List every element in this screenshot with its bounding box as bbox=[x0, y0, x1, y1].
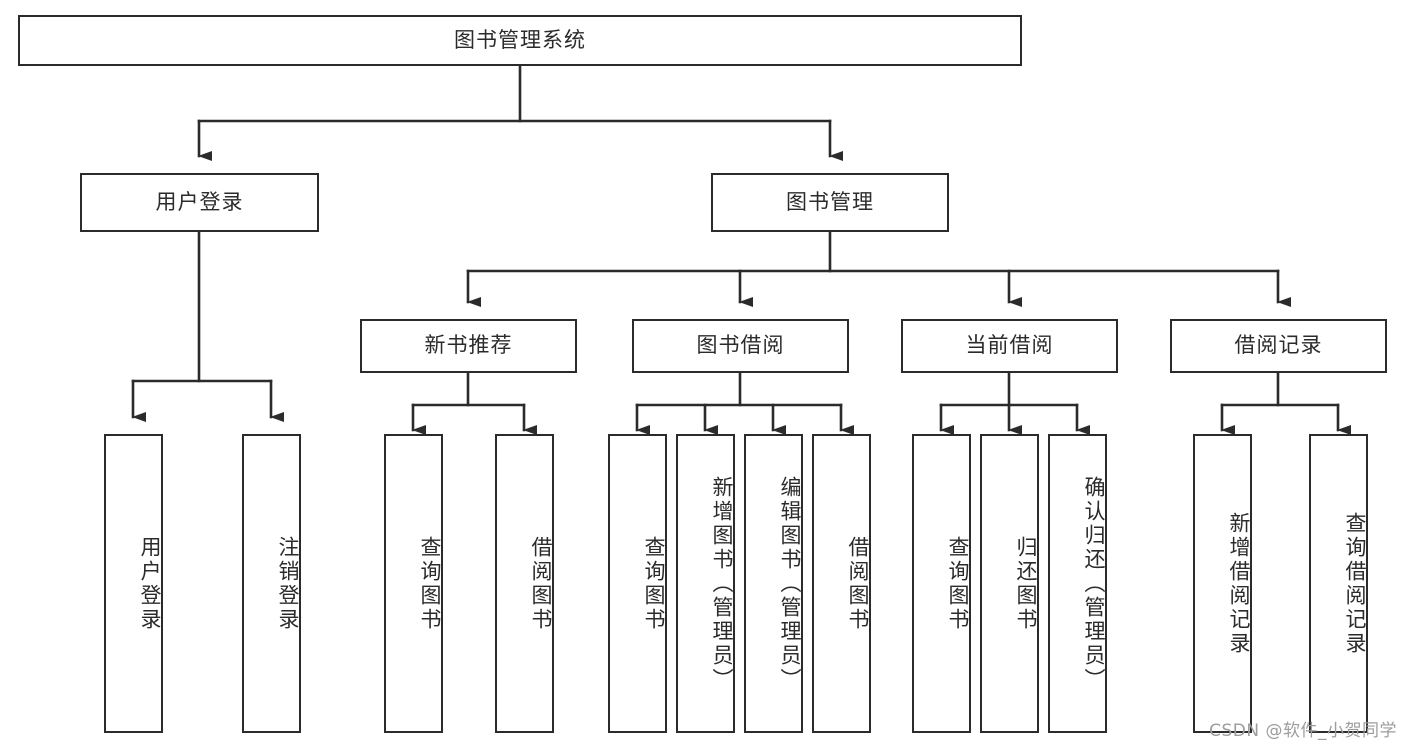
node-book-borrow[interactable]: 图书借阅 bbox=[632, 319, 849, 373]
node-label: 借阅记录 bbox=[1234, 333, 1323, 358]
node-user-login[interactable]: 用户登录 bbox=[80, 173, 319, 232]
leaf-new-book-query[interactable]: 查询图书 bbox=[384, 434, 443, 733]
leaf-record-query-borrow-record[interactable]: 查询借阅记录 bbox=[1309, 434, 1368, 733]
node-book-management[interactable]: 图书管理 bbox=[711, 173, 949, 232]
node-label: 新增图书（管理员） bbox=[710, 475, 734, 692]
node-label: 确认归还（管理员） bbox=[1082, 475, 1106, 692]
leaf-record-add-borrow-record[interactable]: 新增借阅记录 bbox=[1193, 434, 1252, 733]
node-label: 查询图书 bbox=[946, 535, 970, 632]
node-label: 借阅图书 bbox=[529, 535, 553, 632]
node-borrow-records[interactable]: 借阅记录 bbox=[1170, 319, 1387, 373]
node-label: 注销登录 bbox=[276, 535, 300, 632]
node-label: 借阅图书 bbox=[846, 535, 870, 632]
node-root-system[interactable]: 图书管理系统 bbox=[18, 15, 1022, 66]
leaf-new-book-borrow[interactable]: 借阅图书 bbox=[495, 434, 554, 733]
node-new-book-recommend[interactable]: 新书推荐 bbox=[360, 319, 577, 373]
leaf-borrow-edit-book-admin[interactable]: 编辑图书（管理员） bbox=[744, 434, 803, 733]
node-current-borrow[interactable]: 当前借阅 bbox=[901, 319, 1118, 373]
node-label: 新增借阅记录 bbox=[1227, 511, 1251, 656]
node-label: 新书推荐 bbox=[424, 333, 513, 358]
node-label: 查询图书 bbox=[642, 535, 666, 632]
node-label: 归还图书 bbox=[1014, 535, 1038, 632]
node-label: 图书借阅 bbox=[696, 333, 785, 358]
leaf-user-login-logout[interactable]: 注销登录 bbox=[242, 434, 301, 733]
node-label: 图书管理 bbox=[786, 189, 874, 214]
leaf-current-confirm-return-admin[interactable]: 确认归还（管理员） bbox=[1048, 434, 1107, 733]
leaf-borrow-add-book-admin[interactable]: 新增图书（管理员） bbox=[676, 434, 735, 733]
node-label: 用户登录 bbox=[138, 535, 162, 632]
node-label: 查询借阅记录 bbox=[1343, 511, 1367, 656]
leaf-current-query-book[interactable]: 查询图书 bbox=[912, 434, 971, 733]
leaf-borrow-borrow-book[interactable]: 借阅图书 bbox=[812, 434, 871, 733]
node-label: 查询图书 bbox=[418, 535, 442, 632]
node-label: 编辑图书（管理员） bbox=[778, 475, 802, 692]
node-label: 用户登录 bbox=[155, 189, 244, 214]
leaf-current-return-book[interactable]: 归还图书 bbox=[980, 434, 1039, 733]
node-label: 图书管理系统 bbox=[454, 27, 586, 52]
leaf-user-login-login[interactable]: 用户登录 bbox=[104, 434, 163, 733]
node-label: 当前借阅 bbox=[965, 333, 1054, 358]
leaf-borrow-query-book[interactable]: 查询图书 bbox=[608, 434, 667, 733]
